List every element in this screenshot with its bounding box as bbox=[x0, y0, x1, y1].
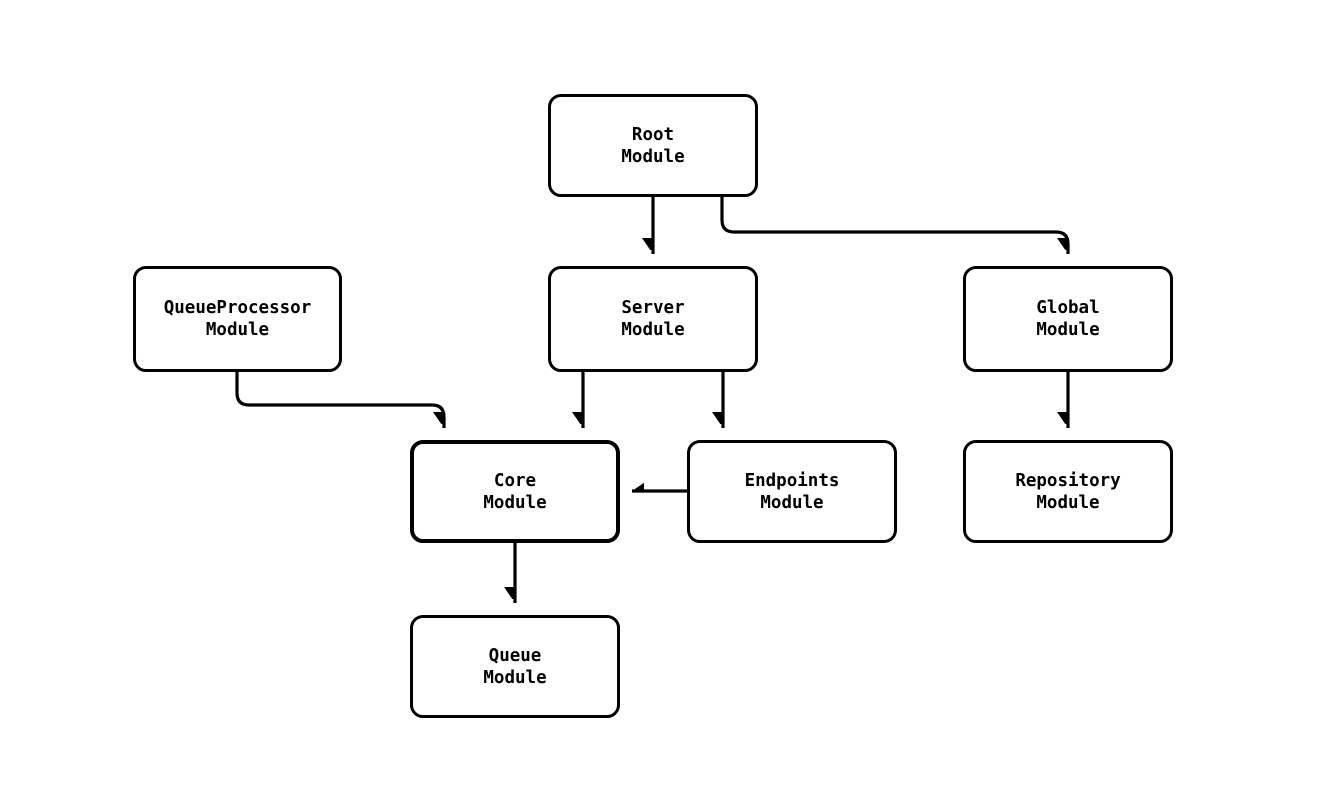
node-repository[interactable]: Repository Module bbox=[963, 440, 1173, 543]
node-core-label: Core Module bbox=[483, 470, 547, 513]
node-queueprocessor-label: QueueProcessor Module bbox=[163, 298, 312, 340]
node-global[interactable]: Global Module bbox=[963, 266, 1173, 372]
node-server-label: Server Module bbox=[621, 298, 685, 340]
node-repository-label: Repository Module bbox=[1015, 470, 1121, 513]
node-root-label: Root Module bbox=[621, 124, 685, 167]
node-queue-label: Queue Module bbox=[483, 645, 547, 688]
node-root[interactable]: Root Module bbox=[548, 94, 758, 197]
edge-queueprocessor-core bbox=[235, 372, 446, 428]
node-queueprocessor[interactable]: QueueProcessor Module bbox=[133, 266, 342, 372]
node-endpoints-label: Endpoints Module bbox=[744, 470, 840, 513]
node-core[interactable]: Core Module bbox=[410, 440, 620, 543]
edge-root-global bbox=[720, 197, 1070, 254]
node-server[interactable]: Server Module bbox=[548, 266, 758, 372]
node-queue[interactable]: Queue Module bbox=[410, 615, 620, 718]
node-endpoints[interactable]: Endpoints Module bbox=[687, 440, 897, 543]
node-global-label: Global Module bbox=[1036, 298, 1100, 340]
